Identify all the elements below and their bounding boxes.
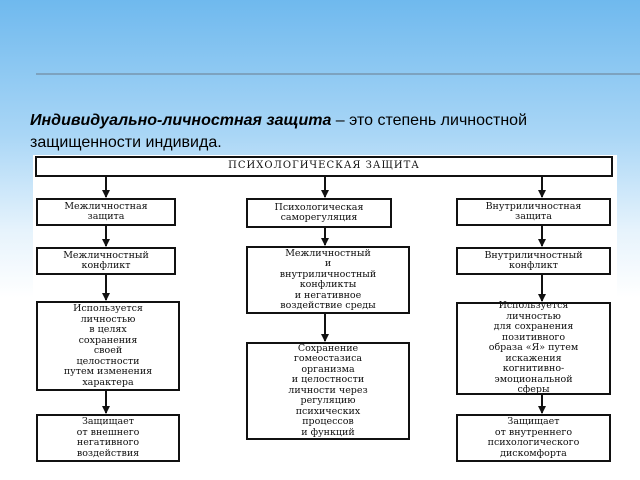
right-box-intrapersonal-defense: Внутриличностная защита — [456, 198, 611, 226]
definition-term: Индивидуально-личностная защита — [30, 112, 332, 129]
psychological-defense-diagram: ПСИХОЛОГИЧЕСКАЯ ЗАЩИТА Межличностная защ… — [33, 155, 617, 465]
definition-body: – это степень личностной защищенности ин… — [30, 112, 528, 151]
diagram-title-box: ПСИХОЛОГИЧЕСКАЯ ЗАЩИТА — [35, 156, 613, 177]
right-box-protects-internal: Защищает от внутреннего психологического… — [456, 414, 611, 462]
header-divider-line — [36, 73, 640, 75]
left-box-usage: Используется личностью в целях сохранени… — [36, 301, 180, 391]
middle-box-conflicts: Межличностный и внутриличностный конфлик… — [246, 246, 410, 314]
middle-box-self-regulation: Психологическая саморегуляция — [246, 198, 392, 228]
connector-arrows — [102, 177, 546, 414]
left-box-protects-external: Защищает от внешнего негативного воздейс… — [36, 414, 180, 462]
middle-box-homeostasis: Сохранение гомеостазиса организма и цело… — [246, 342, 410, 440]
right-box-usage: Используется личностью для сохранения по… — [456, 301, 611, 395]
right-box-intrapersonal-conflict: Внутриличностный конфликт — [456, 247, 611, 275]
left-box-interpersonal-conflict: Межличностный конфликт — [36, 247, 176, 275]
left-box-interpersonal-defense: Межличностная защита — [36, 198, 176, 226]
definition-text: Индивидуально-личностная защита – это ст… — [30, 110, 630, 154]
